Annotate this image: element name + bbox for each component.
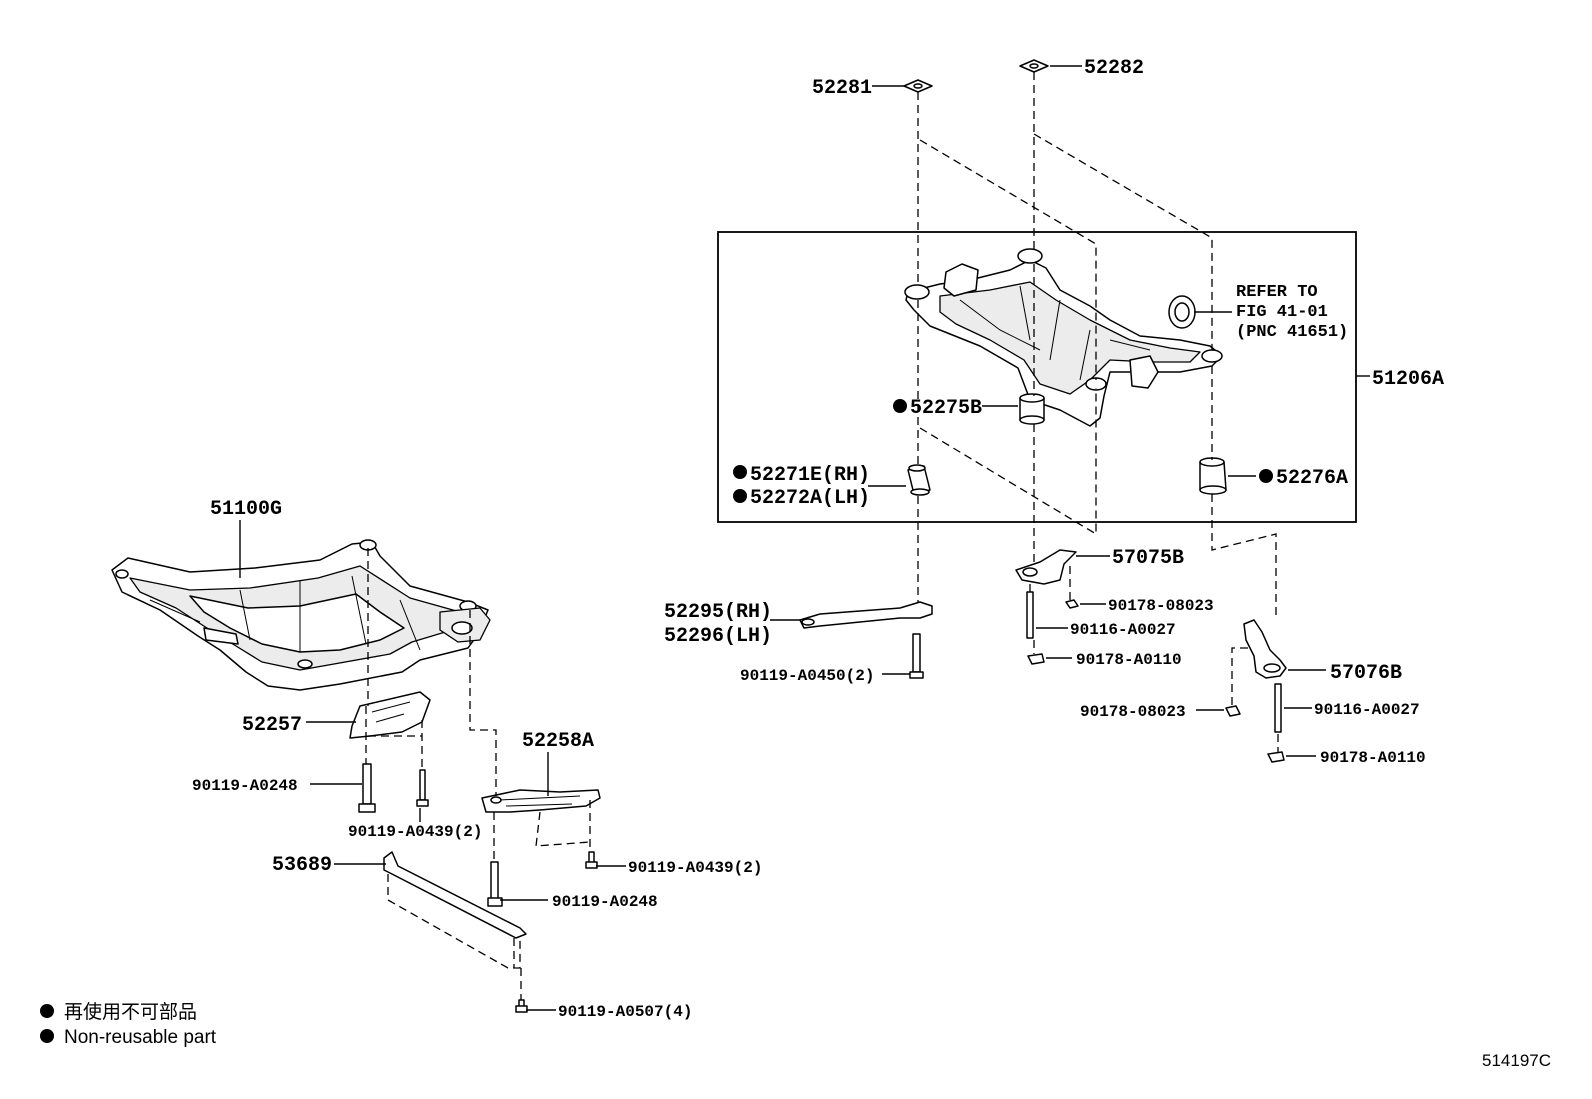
stud-90116-a0027-a xyxy=(1026,591,1034,639)
label-90178-a0110-a: 90178-A0110 xyxy=(1076,651,1182,669)
label-53689: 53689 xyxy=(272,854,332,877)
bushing-52276a-drawing xyxy=(1199,457,1227,495)
bushing-52271e-drawing xyxy=(907,464,931,496)
non-reusable-marker-52275b xyxy=(893,399,907,413)
bracket-57076b-drawing xyxy=(1243,619,1287,679)
bolt-90119-a0439-left xyxy=(416,769,429,807)
label-90116-a0027-a: 90116-A0027 xyxy=(1070,621,1176,639)
non-reusable-marker-52272a xyxy=(733,489,747,503)
label-90178-08023-a: 90178-08023 xyxy=(1108,597,1214,615)
bracket-52258a-drawing xyxy=(481,789,601,813)
nut-90178-08023-a xyxy=(1065,599,1079,609)
non-reusable-marker-52276a xyxy=(1259,469,1273,483)
label-57075b: 57075B xyxy=(1112,547,1184,570)
label-52296: 52296(LH) xyxy=(664,625,772,648)
label-52258a: 52258A xyxy=(522,730,594,753)
label-90119-a0507: 90119-A0507(4) xyxy=(558,1003,692,1021)
non-reusable-marker-52271e xyxy=(733,465,747,479)
label-51100g: 51100G xyxy=(210,498,282,521)
label-90119-a0439-left: 90119-A0439(2) xyxy=(348,823,482,841)
bolt-90119-a0248-left xyxy=(358,763,376,813)
label-52257: 52257 xyxy=(242,714,302,737)
bolt-90119-a0439-right xyxy=(585,851,598,869)
label-90119-a0439-right: 90119-A0439(2) xyxy=(628,859,762,877)
refer-line-3: (PNC 41651) xyxy=(1236,323,1348,342)
stopper-52282-drawing xyxy=(1019,59,1049,73)
label-52281: 52281 xyxy=(812,77,872,100)
label-90119-a0248-left: 90119-A0248 xyxy=(192,777,298,795)
label-52295: 52295(RH) xyxy=(664,601,772,624)
label-90119-a0248-right: 90119-A0248 xyxy=(552,893,658,911)
bracket-52257-drawing xyxy=(349,691,431,739)
label-57076b: 57076B xyxy=(1330,662,1402,685)
front-crossmember-drawing xyxy=(111,539,491,691)
refer-line-2: FIG 41-01 xyxy=(1236,303,1328,322)
label-52282: 52282 xyxy=(1084,57,1144,80)
bracket-57075b-drawing xyxy=(1015,549,1077,585)
nut-90178-a0110-b xyxy=(1267,751,1285,763)
label-52272a: 52272A(LH) xyxy=(750,487,870,510)
arm-52295-drawing xyxy=(799,601,933,629)
legend-japanese: 再使用不可部品 xyxy=(64,1001,197,1023)
legend-dot-english xyxy=(40,1029,54,1043)
label-52275b: 52275B xyxy=(910,397,982,420)
bolt-90119-a0507 xyxy=(515,999,528,1013)
legend-dot-japanese xyxy=(40,1004,54,1018)
nut-90178-08023-b xyxy=(1225,705,1241,717)
legend-english: Non-reusable part xyxy=(64,1027,217,1048)
refer-bushing-drawing xyxy=(1168,295,1196,329)
figure-code: 514197C xyxy=(1482,1051,1551,1070)
label-90119-a0450: 90119-A0450(2) xyxy=(740,667,874,685)
bolt-90119-a0450 xyxy=(909,633,924,679)
bolt-90119-a0248-right xyxy=(487,861,503,907)
refer-line-1: REFER TO xyxy=(1236,283,1318,302)
stud-90116-a0027-b xyxy=(1274,683,1282,733)
nut-90178-a0110-a xyxy=(1027,653,1045,665)
label-90116-a0027-b: 90116-A0027 xyxy=(1314,701,1420,719)
brace-53689-drawing xyxy=(383,851,527,939)
label-52271e: 52271E(RH) xyxy=(750,464,870,487)
rear-subframe-drawing xyxy=(904,248,1223,427)
stopper-52281-drawing xyxy=(903,79,933,93)
label-52276a: 52276A xyxy=(1276,467,1348,490)
bushing-52275b-drawing xyxy=(1019,393,1045,425)
label-90178-08023-b: 90178-08023 xyxy=(1080,703,1186,721)
label-51206a: 51206A xyxy=(1372,368,1444,391)
label-90178-a0110-b: 90178-A0110 xyxy=(1320,749,1426,767)
subframe-assembly-box xyxy=(717,231,1357,523)
